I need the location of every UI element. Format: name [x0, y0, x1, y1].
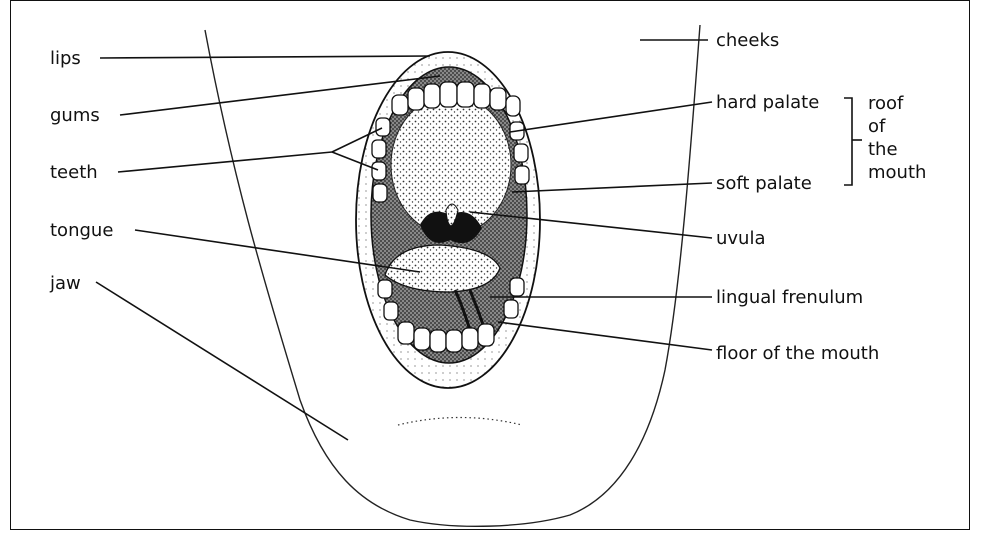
- label-jaw: jaw: [49, 273, 81, 294]
- roof-bracket-line-4: mouth: [868, 162, 926, 183]
- floor-leader: [498, 322, 712, 350]
- label-cheeks: cheeks: [716, 30, 779, 51]
- label-soft-palate: soft palate: [716, 173, 812, 194]
- roof-bracket-line-2: of: [868, 116, 886, 137]
- hard-palate-leader: [510, 102, 712, 132]
- label-lingual-frenulum: lingual frenulum: [716, 287, 863, 308]
- lips-leader: [100, 56, 430, 58]
- label-teeth: teeth: [50, 162, 98, 183]
- soft-palate-leader: [512, 183, 712, 192]
- label-floor-of-the-mouth: floor of the mouth: [716, 343, 879, 364]
- label-tongue: tongue: [50, 220, 113, 241]
- roof-bracket-line-1: roof: [868, 93, 904, 114]
- teeth-leader: [118, 152, 332, 172]
- label-uvula: uvula: [716, 228, 766, 249]
- label-gums: gums: [50, 105, 100, 126]
- label-hard-palate: hard palate: [716, 92, 819, 113]
- chin-line: [398, 418, 522, 426]
- label-lips: lips: [50, 48, 81, 69]
- roof-bracket: [844, 98, 852, 185]
- roof-bracket-line-3: the: [868, 139, 898, 160]
- jaw-leader: [96, 282, 348, 440]
